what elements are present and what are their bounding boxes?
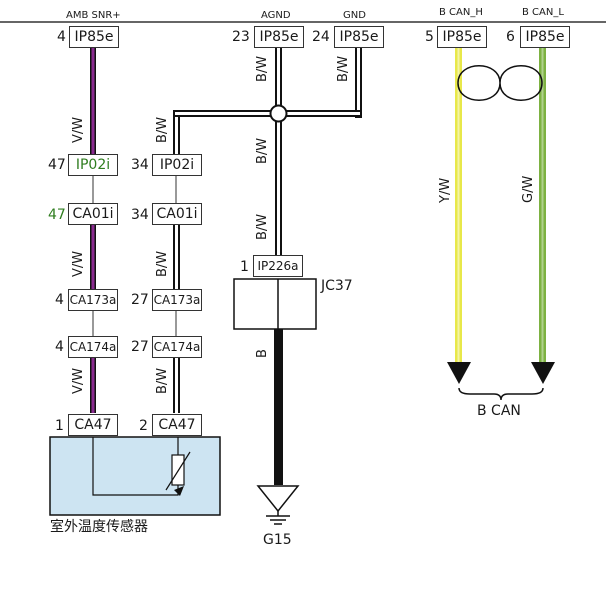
pin-number: 24 <box>312 29 330 45</box>
connector-ca47: CA47 <box>152 414 202 436</box>
connector-ip85e: IP85e <box>334 26 384 48</box>
pin-number: 23 <box>232 29 250 45</box>
connector-ca01i: CA01i <box>152 203 202 225</box>
connector-ca173a: CA173a <box>152 289 202 311</box>
wire-label-bw: B/W <box>336 55 351 82</box>
pin-number: 27 <box>131 339 149 355</box>
pin-number: 1 <box>55 418 64 434</box>
connector-ca174a: CA174a <box>68 336 118 358</box>
splice-node <box>269 104 288 123</box>
wire-label-gw: G/W <box>521 175 536 203</box>
pin-number: 34 <box>131 207 149 223</box>
ground-label: G15 <box>263 532 292 548</box>
wire-label-bw: B/W <box>255 213 270 240</box>
can-h-wire <box>455 48 462 366</box>
pin-number: 4 <box>57 29 66 45</box>
wire-label-vw: V/W <box>71 250 86 277</box>
jc37-body <box>233 278 317 330</box>
violet-wire-left <box>90 48 96 413</box>
pin-number: 47 <box>48 207 66 223</box>
connector-ca174a: CA174a <box>152 336 202 358</box>
header-bcan-l: B CAN_L <box>522 7 564 18</box>
connector-ip02i: IP02i <box>68 154 118 176</box>
connector-ip226a: IP226a <box>253 255 303 277</box>
b-wire-ground <box>274 329 283 485</box>
pin-number: 34 <box>131 157 149 173</box>
can-l-arrow-icon <box>531 362 555 384</box>
wire-label-bw: B/W <box>155 367 170 394</box>
can-h-arrow-icon <box>447 362 471 384</box>
wire-label-vw: V/W <box>71 367 86 394</box>
header-amb-snr: AMB SNR+ <box>66 10 121 21</box>
wire-label-bw: B/W <box>155 250 170 277</box>
wire-label-yw: Y/W <box>438 177 453 203</box>
sensor-label: 室外温度传感器 <box>50 519 148 535</box>
connector-ca01i: CA01i <box>68 203 118 225</box>
connector-ip85e: IP85e <box>520 26 570 48</box>
pin-number: 47 <box>48 157 66 173</box>
pin-number: 4 <box>55 292 64 308</box>
pin-number: 27 <box>131 292 149 308</box>
wire-label-bw: B/W <box>255 137 270 164</box>
header-agnd: AGND <box>261 10 291 21</box>
wire-label-b: B <box>255 349 270 358</box>
bus-label: B CAN <box>477 403 521 419</box>
header-bcan-h: B CAN_H <box>439 7 483 18</box>
connector-ip02i: IP02i <box>152 154 202 176</box>
header-gnd: GND <box>343 10 366 21</box>
ground-icon <box>256 485 300 525</box>
pin-number: 5 <box>425 29 434 45</box>
wire-label-vw: V/W <box>71 116 86 143</box>
bw-wire-middle <box>173 110 279 413</box>
connector-ip85e: IP85e <box>437 26 487 48</box>
connector-ip85e: IP85e <box>254 26 304 48</box>
splice-name: JC37 <box>321 278 353 294</box>
can-l-wire <box>539 48 546 366</box>
pin-number: 2 <box>139 418 148 434</box>
wire-label-bw: B/W <box>155 116 170 143</box>
bus-brace <box>458 387 544 401</box>
pin-number: 6 <box>506 29 515 45</box>
pin-number: 1 <box>240 259 249 275</box>
twisted-pair-icon <box>457 65 543 101</box>
connector-ca47: CA47 <box>68 414 118 436</box>
pin-number: 4 <box>55 339 64 355</box>
sensor-body <box>49 436 221 516</box>
bw-wire-agnd <box>275 48 362 258</box>
wire-label-bw: B/W <box>255 55 270 82</box>
connector-ip85e: IP85e <box>69 26 119 48</box>
connector-ca173a: CA173a <box>68 289 118 311</box>
